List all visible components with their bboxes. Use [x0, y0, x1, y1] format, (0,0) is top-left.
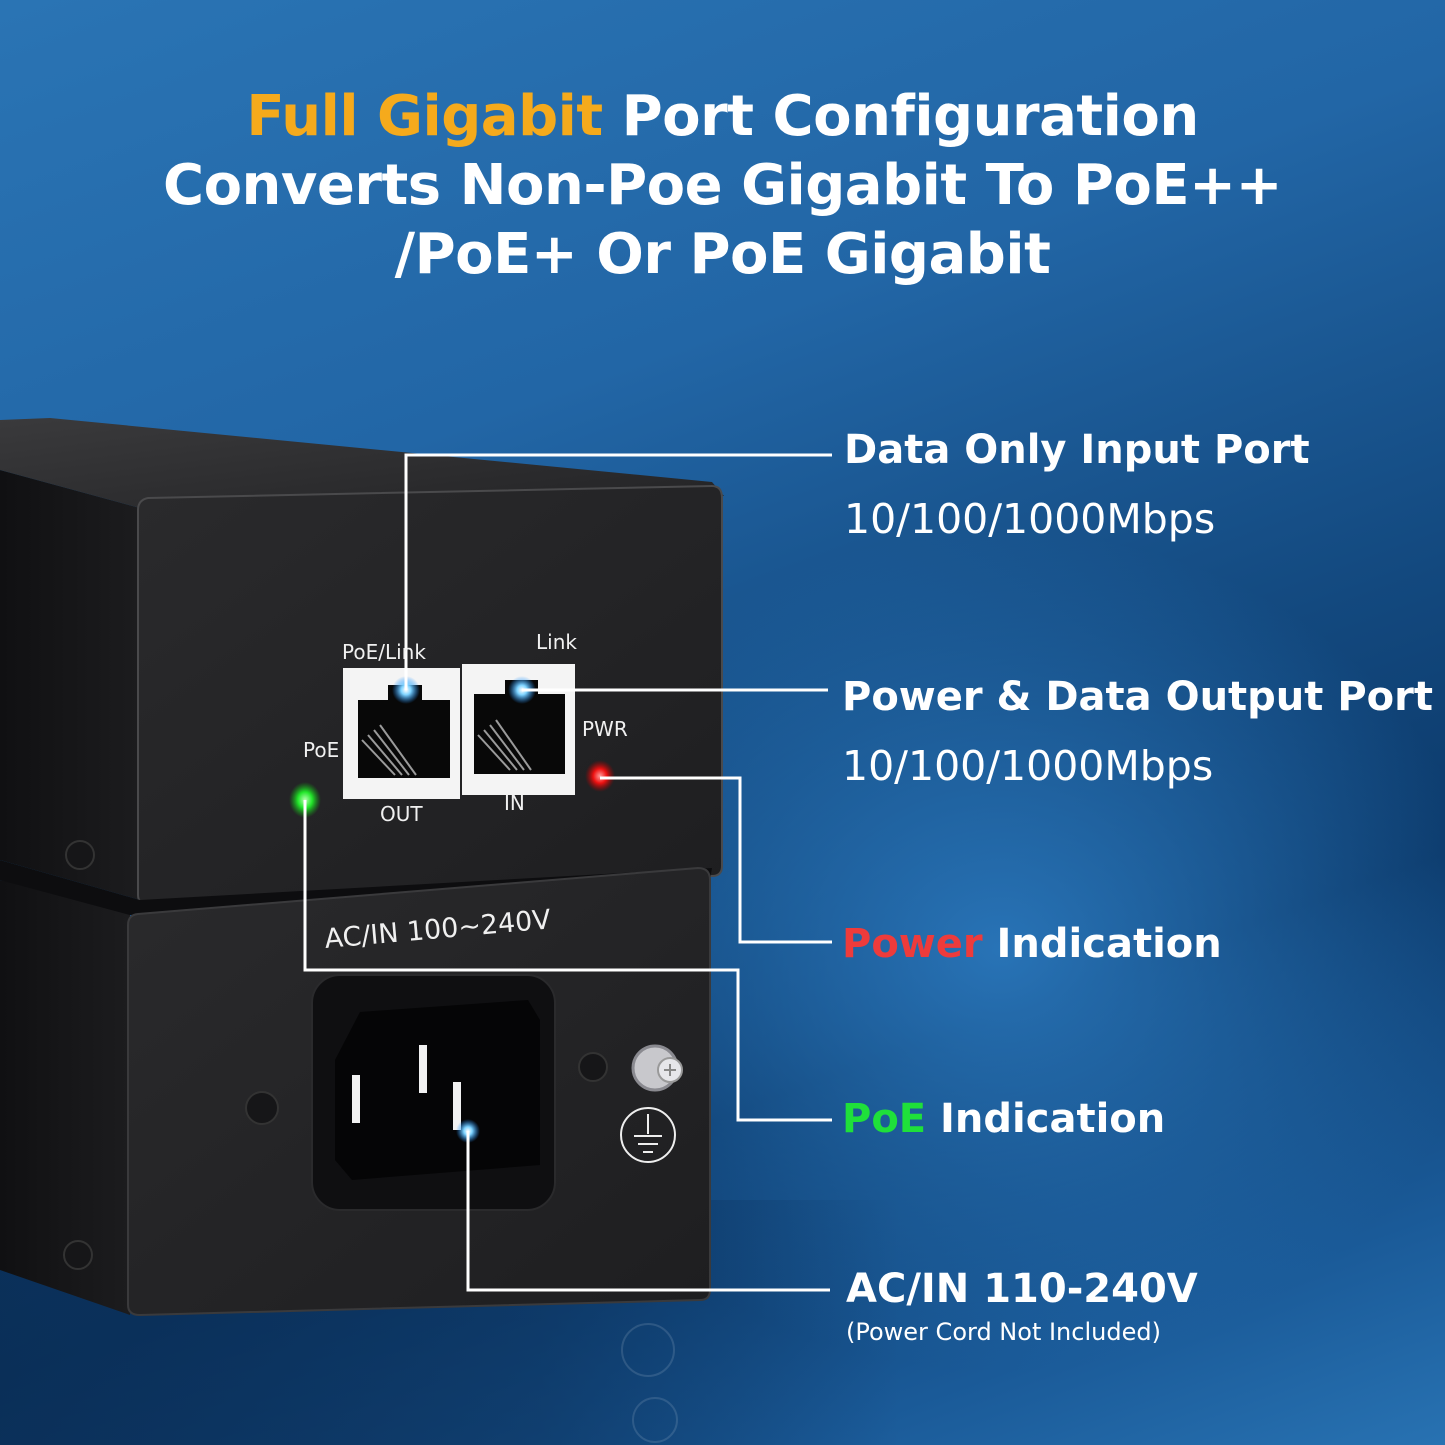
callout-title-rest: Indication	[982, 921, 1222, 967]
headline-accent: Full Gigabit	[246, 84, 603, 149]
callout-data-output: Power & Data Output Port 10/100/1000Mbps	[842, 673, 1433, 791]
callout-data-input: Data Only Input Port 10/100/1000Mbps	[844, 426, 1310, 544]
headline-line-1-rest: Port Configuration	[602, 84, 1200, 149]
callout-ac-in: AC/IN 110-240V (Power Cord Not Included)	[846, 1265, 1198, 1347]
headline-line-1: Full Gigabit Port Configuration	[0, 82, 1445, 151]
lower-unit	[0, 860, 712, 1317]
label-in: IN	[504, 791, 525, 815]
callout-title: AC/IN 110-240V	[846, 1266, 1198, 1312]
leader-poe	[303, 800, 832, 1122]
headline-line-2: Converts Non-Poe Gigabit To PoE++	[162, 153, 1283, 218]
label-pwr: PWR	[582, 717, 628, 741]
callout-subtitle: 10/100/1000Mbps	[844, 495, 1216, 543]
power-inlet-icon	[311, 974, 556, 1211]
screw-icon	[245, 1091, 279, 1125]
reflection	[621, 1323, 678, 1443]
headline-line-3: /PoE+ Or PoE Gigabit	[394, 222, 1051, 287]
ground-screw-icon	[631, 1044, 683, 1092]
screw-icon	[578, 1052, 608, 1082]
callout-title: Data Only Input Port	[844, 427, 1310, 473]
callout-subtitle: 10/100/1000Mbps	[842, 742, 1214, 790]
leader-power	[600, 776, 832, 944]
callout-title: Power & Data Output Port	[842, 674, 1433, 720]
callout-title-rest: Indication	[926, 1096, 1166, 1142]
screw-icon	[63, 1240, 93, 1270]
label-poe-link: PoE/Link	[342, 640, 426, 664]
leader-data-input	[404, 453, 832, 690]
ground-symbol-icon	[620, 1107, 676, 1163]
red-led-icon	[585, 760, 615, 792]
leader-ac-in	[466, 1131, 830, 1292]
callout-title-colored: Power	[842, 921, 983, 967]
label-link: Link	[536, 630, 577, 654]
callout-power: Power Indication	[842, 920, 1222, 968]
leader-lines	[303, 453, 832, 1292]
label-out: OUT	[380, 802, 423, 826]
callout-poe: PoE Indication	[842, 1095, 1165, 1143]
callout-note: (Power Cord Not Included)	[846, 1318, 1161, 1346]
rj45-port-out[interactable]	[343, 668, 460, 799]
screw-icon	[65, 840, 95, 870]
label-poe: PoE	[303, 738, 340, 762]
callout-title-colored: PoE	[842, 1096, 927, 1142]
headline: Full Gigabit Port Configuration Converts…	[0, 82, 1445, 289]
